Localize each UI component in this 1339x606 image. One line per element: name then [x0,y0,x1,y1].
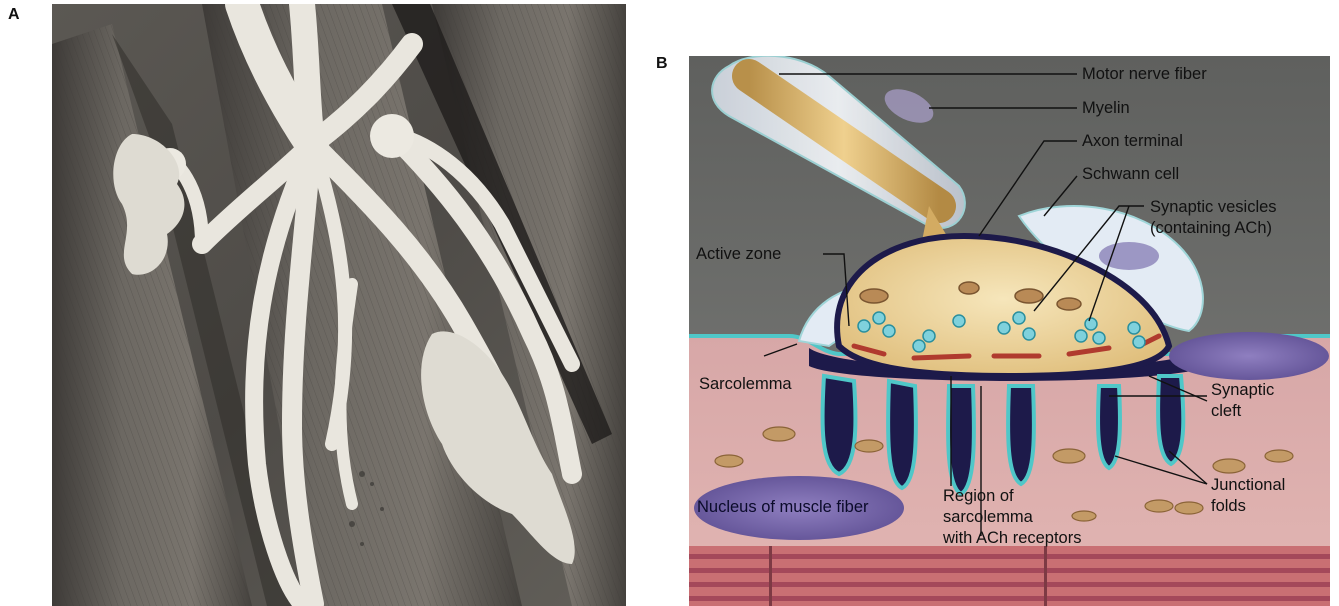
label-motor-nerve-fiber: Motor nerve fiber [1082,64,1207,85]
label-sarcolemma: Sarcolemma [699,374,792,395]
label-region-of-sarcolemma: Region of sarcolemma with ACh receptors [943,486,1081,549]
sem-micrograph [52,4,626,606]
panel-letter-b: B [656,55,668,73]
muscle-nucleus-right [1169,332,1329,380]
myofibril-bands [689,546,1330,606]
label-synaptic-vesicles: Synaptic vesicles (containing ACh) [1150,197,1277,239]
panel-letter-a: A [8,6,20,24]
label-axon-terminal: Axon terminal [1082,131,1183,152]
label-nucleus-of-muscle-fiber: Nucleus of muscle fiber [697,497,869,518]
label-schwann-cell: Schwann cell [1082,164,1179,185]
label-active-zone: Active zone [696,244,781,265]
label-myelin: Myelin [1082,98,1130,119]
label-synaptic-cleft: Synaptic cleft [1211,380,1274,422]
label-junctional-folds: Junctional folds [1211,475,1285,517]
nerve-bulb [370,114,414,158]
